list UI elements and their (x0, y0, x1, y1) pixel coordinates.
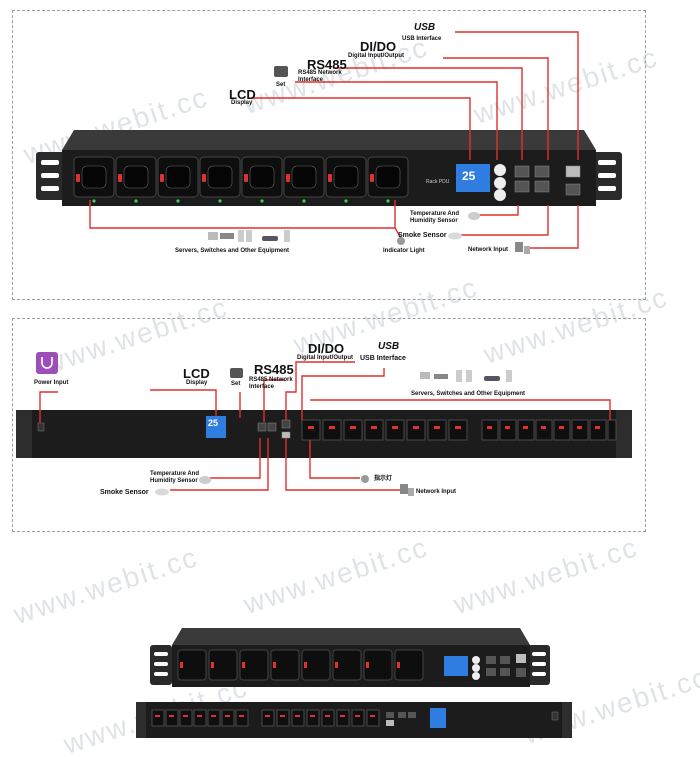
network-input-label-v: Network Input (416, 489, 456, 495)
temp-sensor-label-2: Humidity Sensor (410, 218, 458, 224)
set-label-v: Set (231, 381, 241, 387)
lcd-readout: 25 (462, 169, 476, 183)
servers-icons (208, 230, 290, 242)
smoke-sensor-label-v: Smoke Sensor (100, 489, 149, 496)
lcd-subtitle-v: Display (186, 380, 208, 386)
lcd-title-v: LCD (183, 366, 210, 381)
panel2-connector-lines (39, 361, 611, 491)
rs485-subtitle-1: RS485 Network (298, 70, 342, 76)
horizontal-pdu-photo (150, 628, 550, 687)
network-input-label: Network Input (468, 247, 508, 253)
dido-subtitle: Digital Input/Output (348, 53, 404, 59)
rs485-subtitle-1-v: RS485 Network (249, 377, 293, 383)
temp-sensor-label-2-v: Humidity Sensor (150, 478, 198, 484)
set-buttons[interactable] (494, 164, 506, 201)
indicator-light-icon-v (361, 475, 369, 483)
rj45-ports[interactable] (514, 165, 581, 196)
set-label: Set (276, 82, 286, 88)
rs485-subtitle-2-v: Interface (249, 384, 275, 390)
servers-label-v: Servers, Switches and Other Equipment (411, 391, 526, 397)
horizontal-pdu-panel (12, 10, 646, 300)
smoke-sensor-icon (448, 232, 462, 240)
power-input-label: Power Input (34, 380, 69, 386)
indicator-leds (92, 199, 390, 203)
lcd-readout-v: 25 (208, 418, 219, 428)
lcd-title: LCD (229, 87, 256, 102)
vertical-pdu-panel (12, 318, 646, 532)
usb-interface-label-v: USB Interface (360, 355, 406, 362)
dido-title-v: DI/DO (308, 341, 345, 356)
lcd-screen (456, 164, 490, 192)
lcd-screen-v (206, 416, 226, 438)
chassis-top (62, 130, 596, 150)
brand-label: Rack PDU (426, 179, 450, 185)
vertical-outlets (301, 419, 617, 441)
network-input-icon-v (400, 484, 414, 496)
vertical-outlet-clips (308, 426, 600, 429)
set-icon (274, 66, 288, 77)
set-icon-v (230, 368, 243, 378)
network-input-icon (515, 242, 530, 254)
servers-icons-v (420, 370, 512, 382)
outlet-red-clips (76, 174, 374, 182)
temp-sensor-label-1: Temperature And (410, 211, 460, 217)
temp-sensor-icon-v (199, 476, 211, 484)
rs485-subtitle-2: Interface (298, 77, 324, 83)
smoke-sensor-icon-v (155, 488, 169, 496)
mount-ear-right (592, 152, 622, 200)
power-switch[interactable] (37, 422, 45, 432)
outlet-sockets (81, 165, 401, 189)
vertical-ports[interactable] (257, 419, 291, 439)
dido-title: DI/DO (360, 39, 397, 54)
usb-logo: USB (414, 22, 436, 33)
temperature-sensor-icon (468, 212, 480, 220)
panel1-connector-lines (89, 31, 579, 249)
usb-interface-label: USB Interface (402, 36, 442, 42)
servers-label: Servers, Switches and Other Equipment (175, 248, 290, 254)
lcd-subtitle: Display (231, 100, 253, 106)
usb-logo-v: USB (378, 341, 400, 352)
rs485-title: RS485 (307, 57, 347, 72)
smoke-sensor-label: Smoke Sensor (398, 232, 447, 239)
indicator-light-label: Indicator Light (383, 248, 425, 254)
mount-ear-left (36, 152, 66, 200)
rs485-title-v: RS485 (254, 362, 294, 377)
dido-subtitle-v: Digital Input/Output (297, 355, 353, 361)
indicator-light-label-v: 指示灯 (374, 476, 393, 482)
vertical-pdu-photo (136, 702, 572, 738)
temp-sensor-label-1-v: Temperature And (150, 471, 200, 477)
indicator-light-icon (397, 237, 405, 245)
